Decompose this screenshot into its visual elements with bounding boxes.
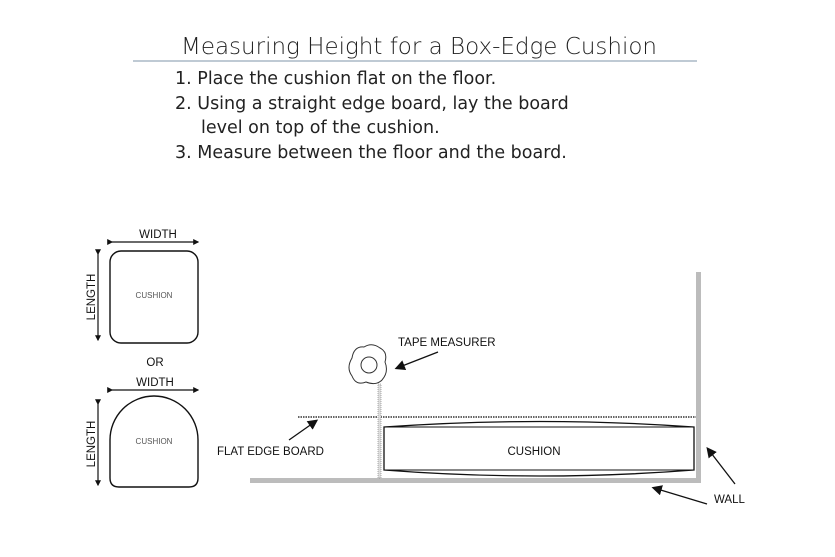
tape-arrow bbox=[394, 351, 439, 371]
width-label-2: WIDTH bbox=[136, 377, 174, 389]
square-cushion-shape bbox=[109, 250, 199, 344]
board-arrow bbox=[288, 419, 319, 441]
tape-measurer-icon bbox=[348, 344, 387, 385]
step-1: 1. Place the cushion flat on the floor. bbox=[175, 69, 496, 89]
side-view-diagram: CUSHION TAPE MEASURER FLAT EDGE BOARD WA… bbox=[217, 272, 745, 506]
wall bbox=[696, 272, 701, 483]
rounded-cushion-shape bbox=[109, 395, 199, 488]
cushion-label: CUSHION bbox=[136, 291, 173, 300]
cushion-label-2: CUSHION bbox=[136, 437, 173, 446]
tape-measurer-label: TAPE MEASURER bbox=[398, 337, 496, 349]
step-3: 3. Measure between the floor and the boa… bbox=[175, 143, 567, 163]
wall-arrow bbox=[706, 446, 736, 485]
floor-arrow bbox=[651, 485, 708, 505]
title: Measuring Height for a Box-Edge Cushion bbox=[181, 34, 657, 60]
width-label: WIDTH bbox=[139, 229, 177, 241]
length-label: LENGTH bbox=[86, 274, 98, 321]
side-cushion-label: CUSHION bbox=[507, 446, 560, 458]
tape-blade bbox=[377, 383, 382, 479]
rounded-cushion-diagram: WIDTH CUSHION LENGTH bbox=[86, 377, 200, 488]
or-label: OR bbox=[146, 357, 163, 369]
flat-edge-board-label: FLAT EDGE BOARD bbox=[217, 446, 324, 458]
wall-label: WALL bbox=[714, 494, 745, 506]
length-label-2: LENGTH bbox=[86, 421, 98, 468]
side-cushion bbox=[383, 420, 695, 477]
square-cushion-diagram: WIDTH CUSHION LENGTH bbox=[86, 229, 200, 344]
floor bbox=[250, 478, 701, 483]
step-2: 2. Using a straight edge board, lay the … bbox=[175, 94, 569, 114]
step-2-cont: level on top of the cushion. bbox=[201, 118, 440, 138]
